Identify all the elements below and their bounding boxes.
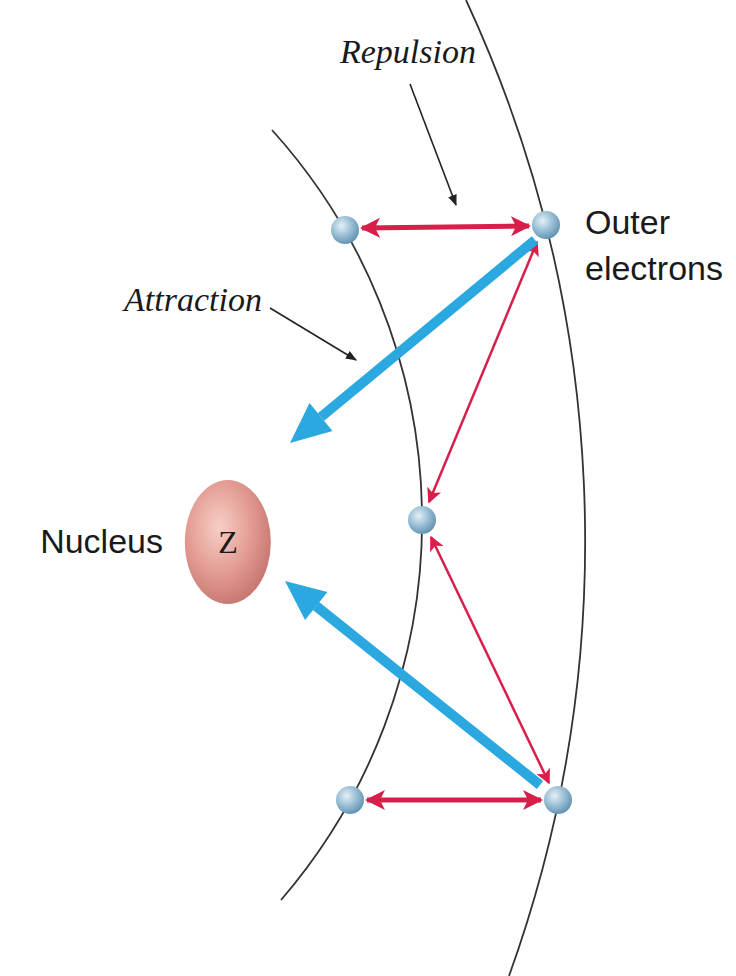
- attraction-arrow: [285, 581, 540, 785]
- nucleus-ellipse: [185, 480, 271, 604]
- repulsion-arrow: [362, 226, 529, 228]
- electron: [331, 216, 359, 244]
- electron: [408, 506, 436, 534]
- attraction-arrow: [290, 240, 535, 443]
- electron-label: Outer electrons: [585, 200, 730, 292]
- leader-line: [410, 84, 456, 205]
- electron: [532, 211, 560, 239]
- outer-shell: [466, 0, 585, 976]
- nucleus-node: Nucleus Z: [40, 478, 275, 606]
- repulsion-arrow: [367, 798, 541, 803]
- nucleus-symbol: Z: [218, 526, 238, 558]
- leader-line: [270, 308, 356, 360]
- force-label: Attraction: [124, 280, 262, 321]
- electron: [544, 786, 572, 814]
- force-label: Repulsion: [340, 32, 476, 73]
- electron: [336, 786, 364, 814]
- inner-shell: [272, 130, 422, 900]
- nucleus-label: Nucleus: [40, 519, 163, 565]
